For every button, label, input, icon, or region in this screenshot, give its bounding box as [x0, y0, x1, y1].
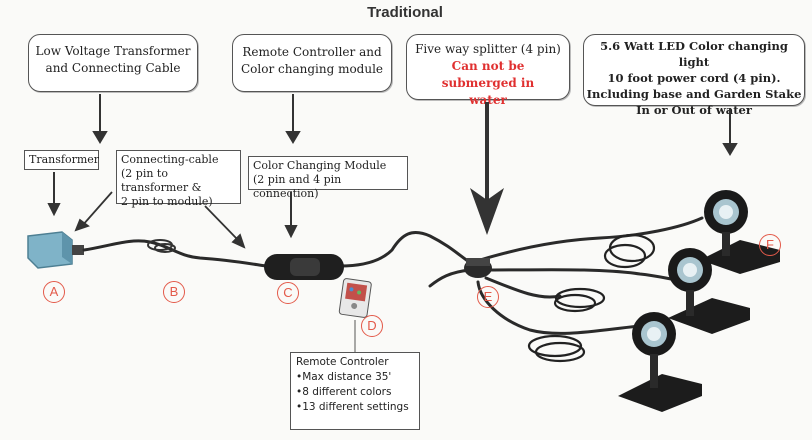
callout-transformer-cable: Low Voltage Transformer and Connecting C…	[28, 34, 198, 92]
marker-f: F	[759, 234, 781, 256]
callout-remote-module: Remote Controller and Color changing mod…	[232, 34, 392, 92]
marker-c: C	[277, 282, 299, 304]
remote-control-device	[338, 278, 372, 318]
callout-line: Color changing module	[240, 62, 384, 76]
label-line: Color Changing Module	[253, 159, 387, 172]
label-line: 2 pin to module)	[121, 195, 213, 208]
cable	[82, 216, 704, 335]
label-line: Remote Controler	[296, 356, 389, 368]
color-module-device	[264, 254, 344, 280]
label-line: •Max distance 35'	[296, 371, 392, 383]
label-connecting-cable: Connecting-cable (2 pin to transformer &…	[116, 150, 241, 208]
label-line: Connecting-cable	[121, 153, 219, 166]
callout-line: In or Out of water	[636, 103, 752, 117]
label-line: (2 pin and 4 pin connection)	[253, 173, 342, 200]
diagram-title: Traditional	[367, 4, 443, 21]
label-line: •13 different settings	[296, 401, 409, 413]
cable-connector	[147, 239, 176, 253]
callout-led-light: 5.6 Watt LED Color changing light 10 foo…	[583, 34, 805, 117]
label-line: (2 pin to transformer &	[121, 167, 202, 194]
callout-line: and Connecting Cable	[45, 61, 181, 75]
large-down-arrow-icon	[470, 102, 504, 235]
callout-line: Including base and Garden Stake	[586, 87, 802, 101]
label-remote: Remote Controler •Max distance 35' •8 di…	[290, 352, 420, 430]
marker-d: D	[361, 315, 383, 337]
callout-line: 10 foot power cord (4 pin).	[607, 71, 781, 85]
marker-a: A	[43, 281, 65, 303]
label-line: •8 different colors	[296, 386, 392, 398]
callout-line: Low Voltage Transformer	[35, 44, 191, 58]
label-transformer: Transformer	[24, 150, 99, 170]
led-light-device	[618, 312, 702, 412]
label-color-module: Color Changing Module (2 pin and 4 pin c…	[248, 156, 408, 200]
callout-line: Remote Controller and	[242, 45, 382, 59]
transformer-device	[27, 231, 84, 269]
callout-splitter: Five way splitter (4 pin) Can not be sub…	[406, 34, 570, 107]
marker-b: B	[163, 281, 185, 303]
callout-warning: Can not be submerged in water	[441, 59, 535, 107]
splitter-device	[464, 258, 492, 278]
marker-e: E	[477, 286, 499, 308]
callout-line: Five way splitter (4 pin)	[415, 42, 561, 56]
coiled-cord	[527, 233, 656, 363]
diagonal-arrow-icon	[74, 191, 246, 249]
callout-line: 5.6 Watt LED Color changing light	[600, 39, 788, 69]
led-light-device	[668, 248, 750, 334]
led-light-device	[700, 190, 780, 274]
down-arrow-icon	[47, 94, 738, 239]
